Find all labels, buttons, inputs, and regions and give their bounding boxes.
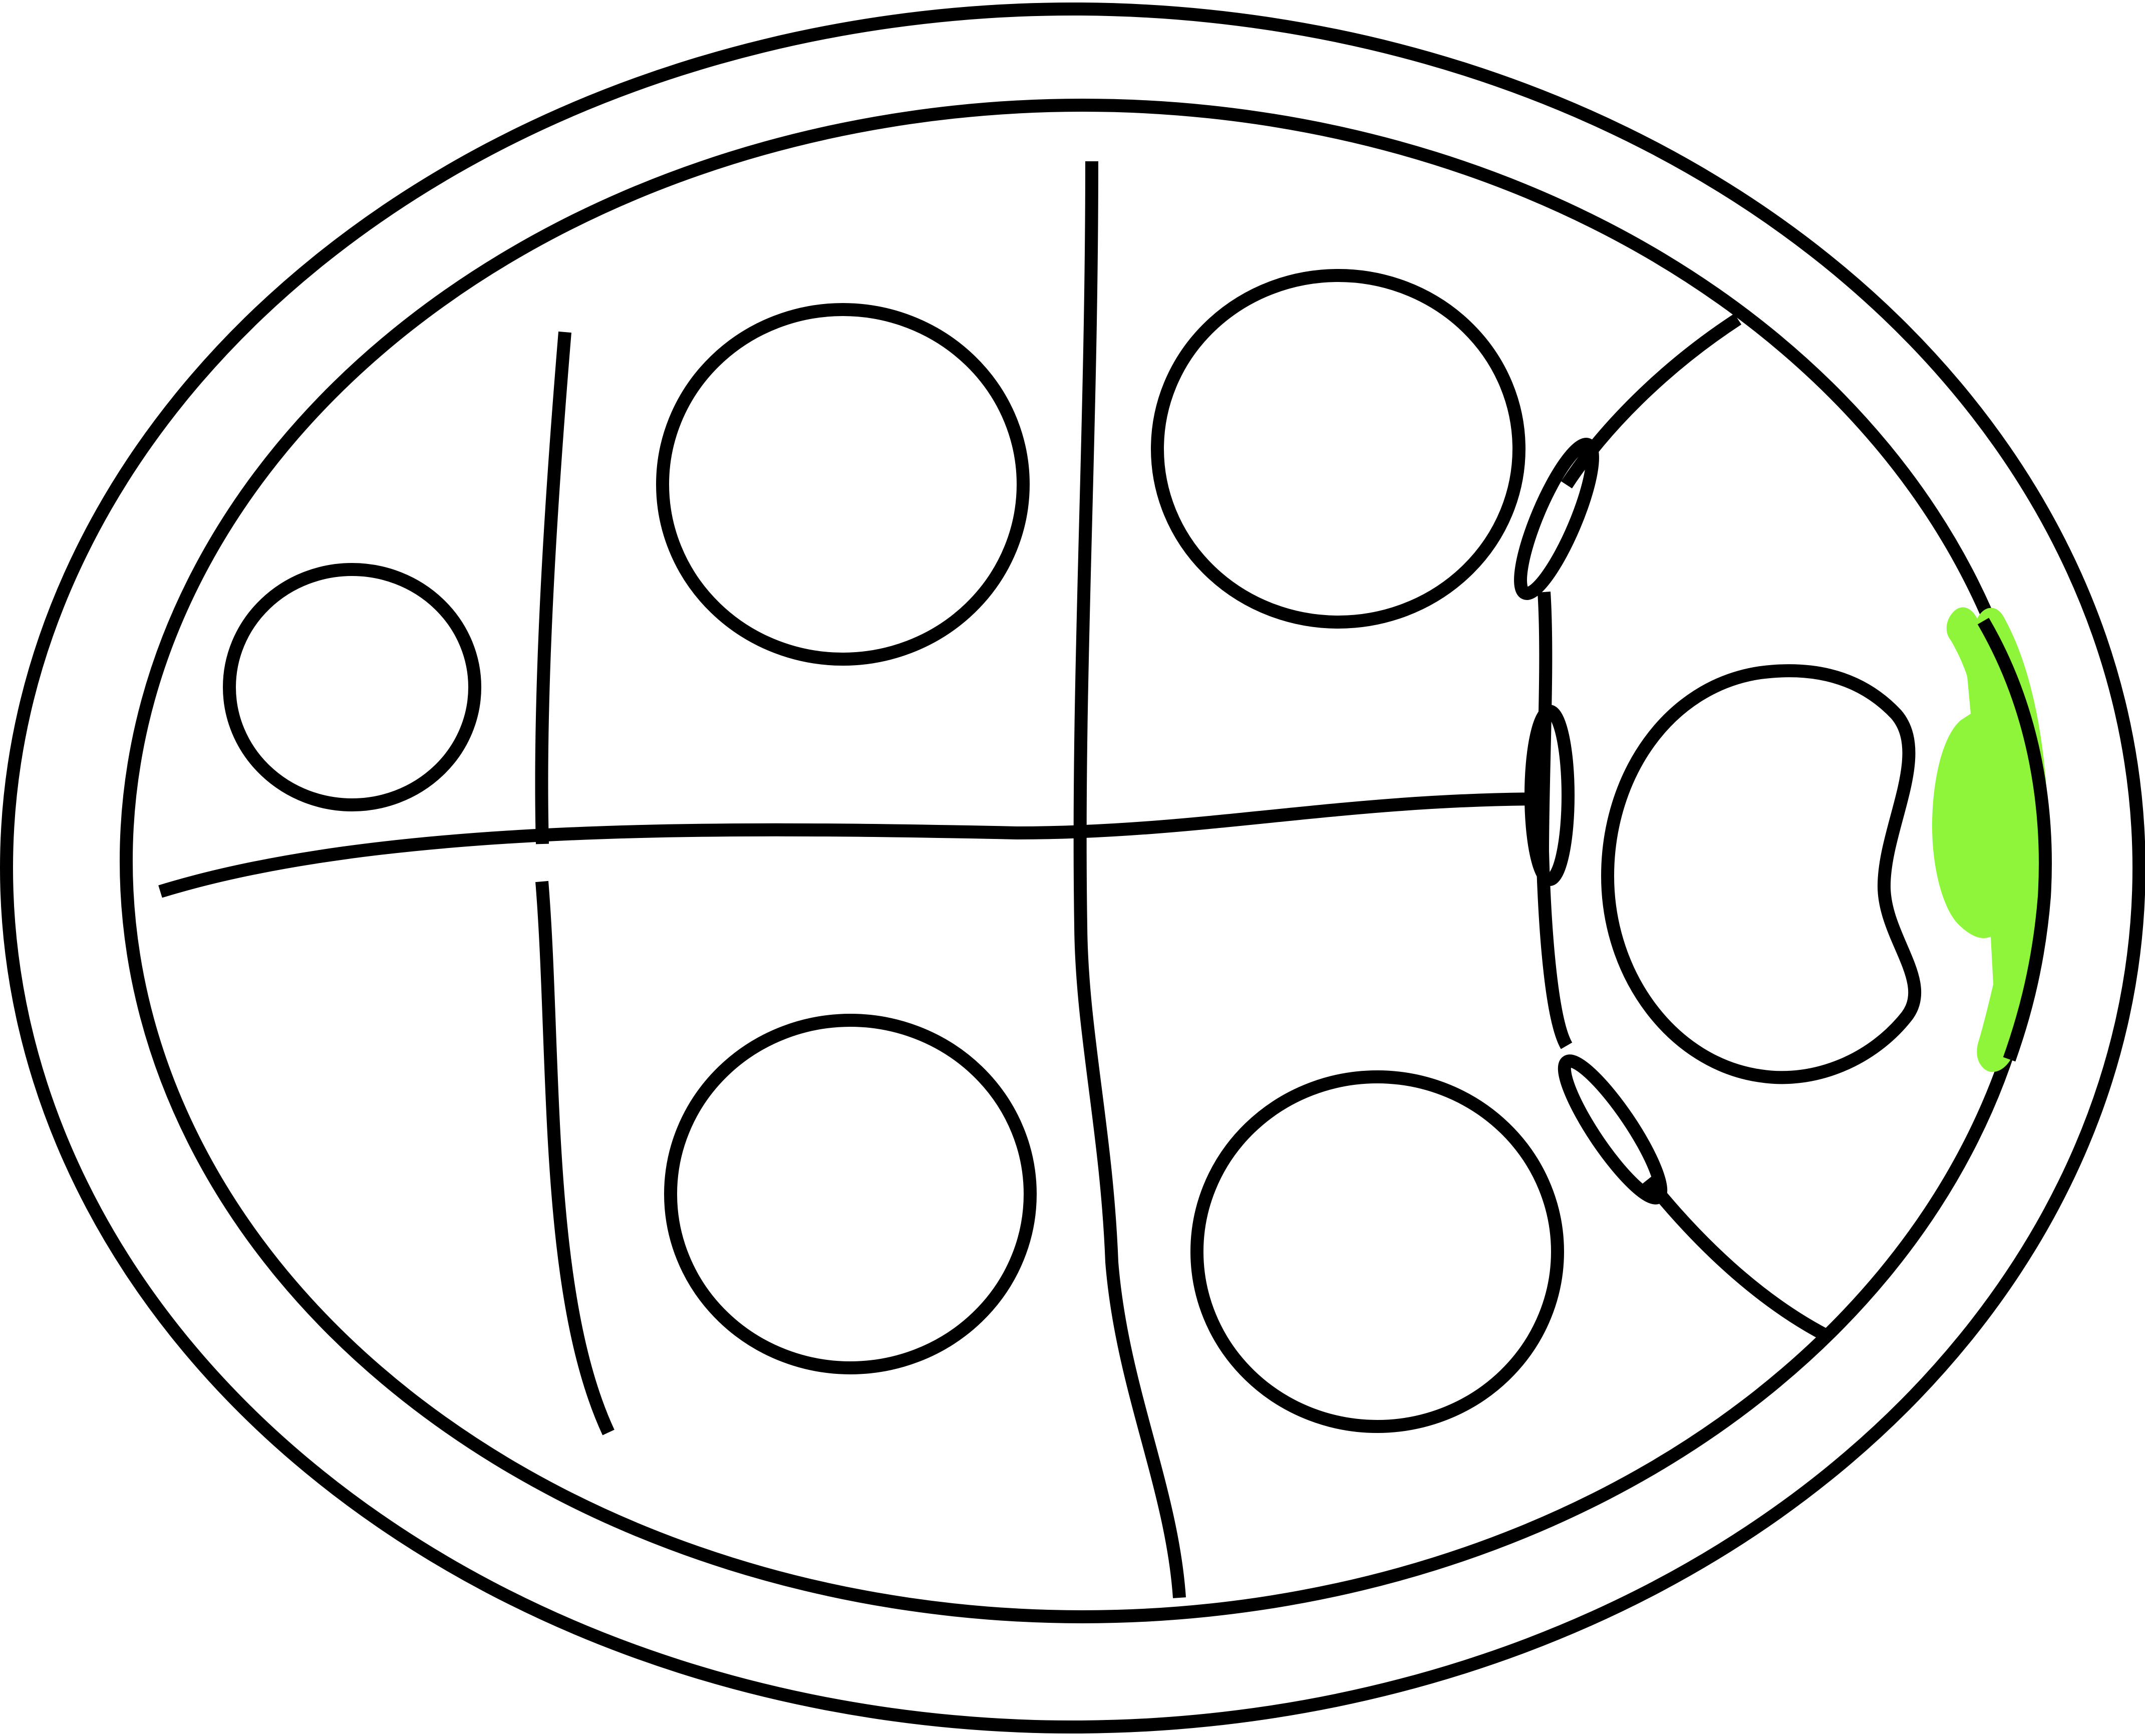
- outer-membrane: [0, 3, 2145, 1733]
- membranes: [0, 3, 2145, 1733]
- junctions: [1514, 438, 1668, 1205]
- highlighted-region: [1932, 607, 2052, 1072]
- left-divider-bottom: [535, 881, 615, 1435]
- right-curve-bottom: [1642, 1175, 1827, 1340]
- horizontal-divider: [158, 792, 1548, 898]
- cell-upper-mid: [656, 303, 1030, 666]
- cell-upper-right: [1151, 269, 1525, 629]
- highlight-crescent: [1932, 607, 2049, 1072]
- highlight-edge: [1977, 618, 2052, 1062]
- cell-lower-right: [1190, 1070, 1564, 1433]
- junction-top: [1514, 438, 1599, 600]
- junction-bottom: [1558, 1054, 1668, 1205]
- right-curve-top: [1561, 314, 1742, 489]
- right-curve-mid: [1536, 592, 1573, 1049]
- junction-middle: [1524, 705, 1575, 886]
- cell-left: [223, 563, 481, 811]
- cell-right-notched: [1601, 664, 1922, 1084]
- cells: [223, 269, 1564, 1433]
- partition-lines: [158, 161, 1827, 1598]
- left-divider-top: [535, 331, 571, 844]
- central-divider: [1073, 161, 1186, 1598]
- receiving-cell: [1601, 664, 1922, 1084]
- cell-lower-mid: [664, 1014, 1037, 1374]
